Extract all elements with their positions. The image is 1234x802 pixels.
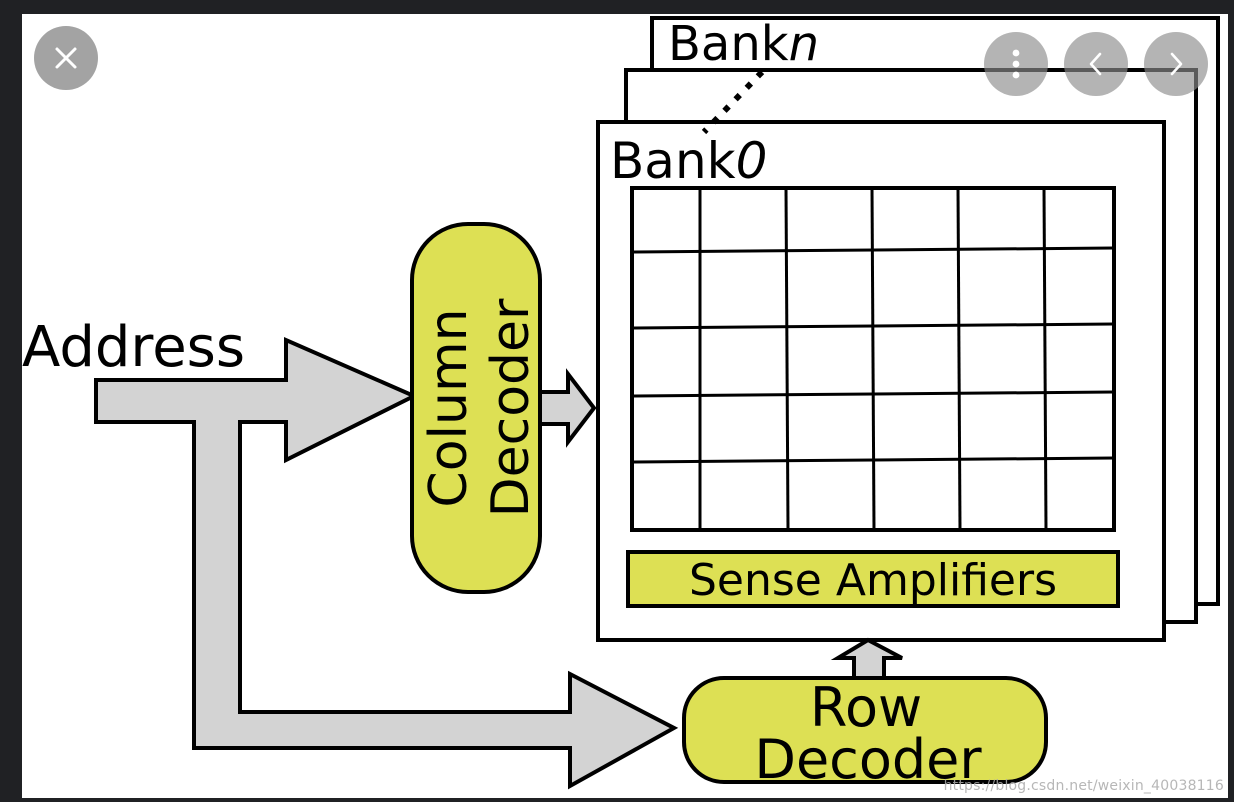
- source-watermark: https://blog.csdn.net/weixin_40038116: [943, 778, 1224, 794]
- dram-bank-diagram: Bankn Bank0 Sense Ampli: [22, 16, 1220, 791]
- svg-text:Column: Column: [419, 308, 479, 507]
- svg-text:Decoder: Decoder: [481, 298, 541, 517]
- previous-image-button[interactable]: [1064, 32, 1128, 96]
- diagram-image: Bankn Bank0 Sense Ampli: [22, 14, 1228, 798]
- row-decoder-label-line2: Decoder: [754, 728, 982, 791]
- chevron-left-icon: [1089, 52, 1102, 76]
- next-image-button[interactable]: [1144, 32, 1208, 96]
- more-vertical-icon: [1012, 49, 1020, 79]
- column-decoder-output-arrow: [538, 368, 597, 448]
- bank-0-label: Bank0: [610, 132, 767, 190]
- address-arrow: [94, 336, 679, 790]
- more-options-button[interactable]: [984, 32, 1048, 96]
- address-label: Address: [22, 315, 245, 380]
- bank-stack-dots: [701, 69, 765, 135]
- column-decoder-box: [410, 222, 542, 594]
- close-button[interactable]: [34, 26, 98, 90]
- sense-amplifiers-label: Sense Amplifiers: [689, 555, 1057, 606]
- row-decoder-box: [682, 676, 1048, 784]
- chevron-right-icon: [1170, 52, 1183, 76]
- column-decoder-label: Column Decoder: [419, 298, 541, 517]
- row-decoder-label-line1: Row: [810, 676, 922, 739]
- close-icon: [55, 47, 77, 69]
- bank-n-label: Bankn: [668, 16, 819, 72]
- sense-amplifiers-box: [626, 550, 1120, 608]
- row-decoder-output-arrow: [830, 637, 903, 682]
- memory-array-grid: [630, 186, 1116, 532]
